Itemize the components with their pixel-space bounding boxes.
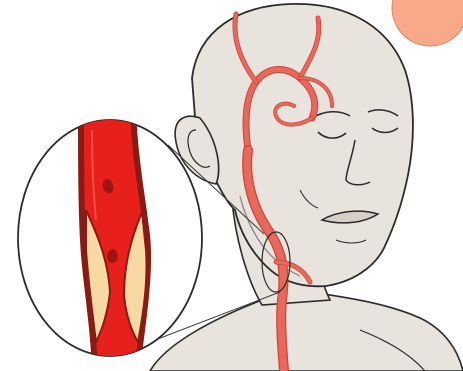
head — [192, 4, 413, 286]
magnified-inset — [18, 110, 202, 370]
corner-badge — [392, 0, 463, 46]
